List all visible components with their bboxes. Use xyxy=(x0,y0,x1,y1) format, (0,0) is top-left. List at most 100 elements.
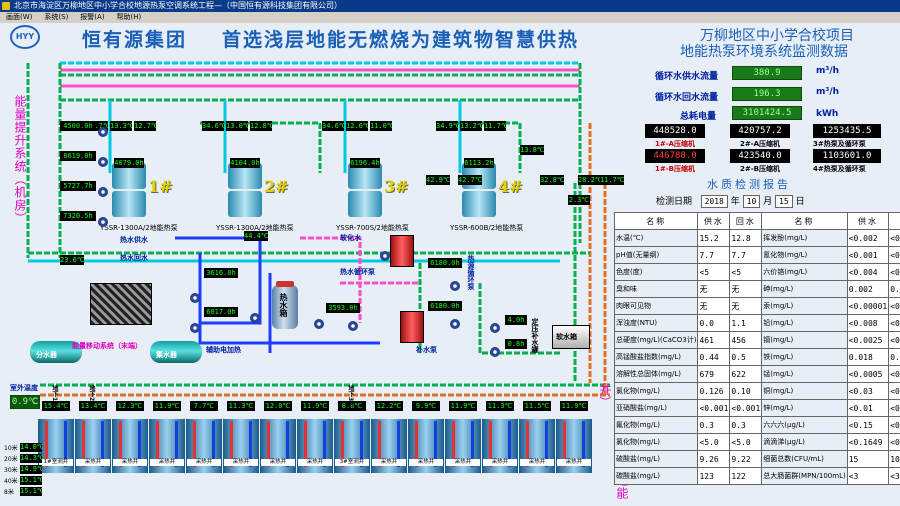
well-temperature: 11.9℃ xyxy=(301,401,329,411)
month-unit: 月 xyxy=(763,197,773,207)
circulation-pump-icon[interactable] xyxy=(98,157,108,167)
parameter-value: <3 xyxy=(846,467,890,485)
pump-number: 2# xyxy=(264,177,289,196)
circulation-pump-icon[interactable] xyxy=(490,323,500,333)
parameter-value: 12.8 xyxy=(729,229,763,247)
parameter-value: <0.002 xyxy=(846,229,890,247)
mid-lcd-1: 3616.0h xyxy=(204,268,238,278)
circulation-pump-icon[interactable] xyxy=(250,313,260,323)
parameter-value: 0.3 xyxy=(729,416,763,434)
outdoor-temp-value: 0.9℃ xyxy=(10,395,40,409)
parameter-name: 臭和味 xyxy=(613,280,699,298)
company-name: 恒有源集团 xyxy=(82,29,188,51)
meter-1b-value: 446788.0 xyxy=(645,149,705,163)
return-flow-label: 循环水回水流量 xyxy=(655,93,719,103)
circulation-pump-icon[interactable] xyxy=(450,281,460,291)
parameter-name: 浑浊度(NTU) xyxy=(613,314,699,332)
parameter-name: 六六六(μg/L) xyxy=(761,416,848,434)
well-name: 地下1# xyxy=(51,385,58,407)
temperature-readout: 34.6℃ xyxy=(202,121,224,131)
return-pipe xyxy=(545,421,548,467)
return-pipe xyxy=(434,421,437,467)
parameter-value: 0.3 xyxy=(697,416,731,434)
menu-item-alarm[interactable]: 报警(A) xyxy=(80,13,105,21)
return-pipe xyxy=(508,421,511,467)
circulation-pump-icon[interactable] xyxy=(380,251,390,261)
parameter-value: 0.018 xyxy=(846,348,890,366)
return-pipe xyxy=(101,421,104,467)
plate-heat-exchanger-1 xyxy=(390,235,414,267)
parameter-value: <0.002 xyxy=(888,229,900,247)
parameter-name: 镉(mg/L) xyxy=(761,331,848,349)
parameter-value: 无 xyxy=(697,280,731,298)
depth-label: 8米 xyxy=(4,489,14,496)
side-label-left: 能量提升系统（机房） xyxy=(13,95,27,225)
well-temperature: 9.9℃ xyxy=(412,401,440,411)
circulation-pump-icon[interactable] xyxy=(450,319,460,329)
temperature-readout: 34.9℃ xyxy=(436,121,458,131)
collector-tank xyxy=(150,341,202,363)
circulation-pump-icon[interactable] xyxy=(190,323,200,333)
menu-item-view[interactable]: 画面(W) xyxy=(6,13,33,21)
supply-pipe xyxy=(452,421,455,467)
misc-lcd-2: 23.6℃ xyxy=(60,255,84,265)
parameter-name: 碳酸盐(mg/L) xyxy=(613,467,699,485)
water-tank-label: 软水箱 xyxy=(556,333,577,341)
circulation-pump-icon[interactable] xyxy=(490,347,500,357)
menu-item-system[interactable]: 系统(S) xyxy=(44,13,69,21)
temperature-readout: 12.6℃ xyxy=(346,121,368,131)
left-lcd-3: 5727.7h xyxy=(60,181,96,191)
circulation-pump-icon[interactable] xyxy=(98,187,108,197)
parameter-value: 1.1 xyxy=(729,314,763,332)
parameter-value: <5.0 xyxy=(697,433,731,451)
well-name: 地下3# xyxy=(347,385,354,407)
well-temperature: 11.9℃ xyxy=(560,401,588,411)
circulation-pump-icon[interactable] xyxy=(348,321,358,331)
pump-number: 3# xyxy=(384,177,409,196)
parameter-value: 0.44 xyxy=(697,348,731,366)
supply-flow-unit: m³/h xyxy=(816,66,840,76)
misc-lcd-4: 13.8℃ xyxy=(520,145,544,155)
parameter-name: 砷(mg/L) xyxy=(761,280,848,298)
well-label: 采热井 xyxy=(150,459,184,466)
supply-pipe xyxy=(45,421,48,467)
circulation-pump-icon[interactable] xyxy=(98,217,108,227)
misc-lcd-7: 32.8℃ xyxy=(540,175,564,185)
pump-runtime: 6196.4h xyxy=(350,158,380,168)
misc-lcd-5: 42.9℃ xyxy=(426,175,450,185)
parameter-value: 无 xyxy=(697,297,731,315)
outdoor-temp-label: 室外温度 xyxy=(10,384,38,392)
parameter-name: 色度(度) xyxy=(613,263,699,281)
parameter-name: 六价铬(mg/L) xyxy=(761,263,848,281)
parameter-value: <0.00001 xyxy=(846,297,890,315)
parameter-name: 铁(mg/L) xyxy=(761,348,848,366)
report-header-5: 回水 xyxy=(888,212,900,230)
return-flow-value: 196.3 xyxy=(732,87,802,101)
plate-heat-exchanger-2 xyxy=(400,311,424,343)
depth-label: 20米 xyxy=(4,456,18,463)
parameter-value: <0.004 xyxy=(846,263,890,281)
energy-box-label: 能量移动系统（末端） xyxy=(72,342,142,350)
parameter-name: 铅(mg/L) xyxy=(761,314,848,332)
menu-item-help[interactable]: 帮助(H) xyxy=(116,13,142,21)
month-field: 10 xyxy=(742,195,761,208)
parameter-name: 高锰酸盐指数(mg/L) xyxy=(613,348,699,366)
soft-water-label: 软化水 xyxy=(340,234,361,242)
parameter-value: 7.7 xyxy=(729,246,763,264)
circulation-pump-icon[interactable] xyxy=(314,319,324,329)
report-header-1: 供水 xyxy=(697,212,731,230)
circulation-pump-icon[interactable] xyxy=(98,127,108,137)
day-unit: 日 xyxy=(795,197,805,207)
circulation-pump-icon[interactable] xyxy=(190,293,200,303)
heat-pump-compressor xyxy=(228,191,262,217)
scada-canvas: HYY 恒有源集团 首选浅层地能无燃烧为建筑物智慧供热 万柳地区中小学合校项目 … xyxy=(0,23,900,506)
temperature-readout: 13.0℃ xyxy=(226,121,248,131)
depth-temperature: 14.0℃ xyxy=(20,443,42,452)
aux-heater-label: 辅助电加热 xyxy=(206,346,241,354)
supply-pipe xyxy=(415,421,418,467)
